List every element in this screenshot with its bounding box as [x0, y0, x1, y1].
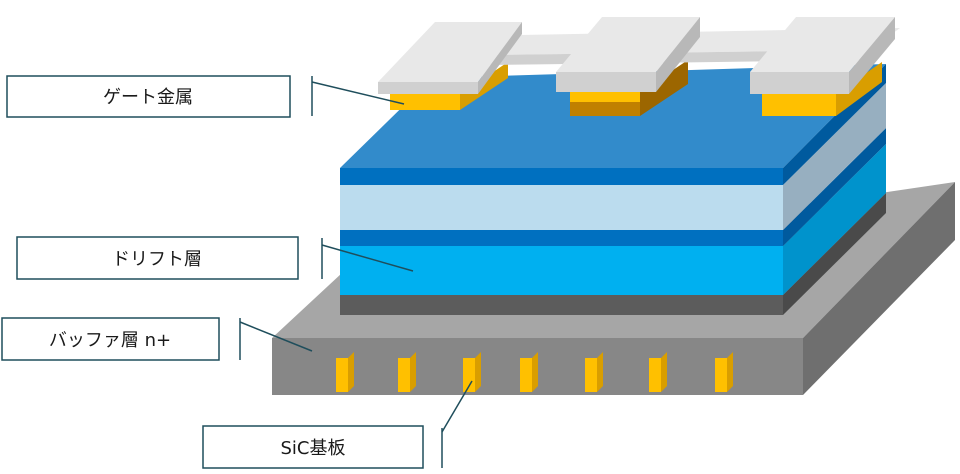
- label-gate-metal-text: ゲート金属: [103, 87, 193, 108]
- substrate-pillar: [463, 352, 481, 392]
- label-gate-metal: ゲート金属: [6, 75, 291, 118]
- drift-layer-front: [340, 246, 783, 295]
- gate-structures: [390, 60, 882, 116]
- gate-left-front: [390, 94, 460, 110]
- gate-metal-slabs: [378, 17, 900, 94]
- substrate-pillar: [336, 352, 354, 392]
- dark-band-side: [783, 128, 886, 246]
- base-strip-front: [340, 295, 783, 315]
- label-box: [16, 236, 299, 280]
- leader-lines: [239, 76, 473, 468]
- light-layer-front: [340, 185, 783, 230]
- gate-middle-brown: [570, 102, 640, 116]
- metal-middle-front: [556, 72, 656, 92]
- dark-band-front: [340, 230, 783, 246]
- metal-right-side: [849, 17, 895, 94]
- label-buffer-layer: バッファ層 n+: [1, 317, 220, 361]
- metal-middle-side: [656, 17, 700, 92]
- metal-left-top: [378, 22, 522, 82]
- metal-right-front: [750, 72, 849, 94]
- gate-right-side: [836, 62, 882, 116]
- label-drift-layer: ドリフト層: [16, 236, 299, 280]
- gate-middle-side: [640, 60, 688, 116]
- leader-drift-layer: [321, 244, 414, 272]
- top-layer-front: [340, 168, 783, 185]
- label-sic-substrate-text: SiC基板: [281, 438, 346, 459]
- metal-middle-top: [556, 17, 700, 72]
- label-box: [1, 317, 220, 361]
- substrate-side-face: [803, 182, 955, 395]
- label-sic-substrate: SiC基板: [202, 425, 424, 469]
- drift-layer-side: [783, 144, 886, 295]
- label-box: [202, 425, 424, 469]
- metal-left-side: [478, 22, 522, 94]
- substrate-pillar: [398, 352, 416, 392]
- leader-sic-substrate: [441, 380, 473, 433]
- label-drift-layer-text: ドリフト層: [112, 249, 202, 270]
- base-strip-side: [783, 193, 886, 315]
- label-buffer-layer-text: バッファ層 n+: [49, 330, 171, 351]
- gate-right: [762, 62, 882, 116]
- gate-middle: [570, 60, 688, 116]
- gate-middle-yellow: [570, 92, 640, 102]
- gate-left: [390, 62, 508, 110]
- substrate-pillar: [649, 352, 667, 392]
- substrate-pillar: [715, 352, 733, 392]
- light-layer-side: [783, 83, 886, 230]
- gate-left-side: [460, 62, 508, 110]
- leader-gate-metal: [311, 81, 405, 105]
- substrate-pillars: [336, 352, 733, 392]
- gate-right-front: [762, 94, 836, 116]
- substrate-pillar: [520, 352, 538, 392]
- metal-right-top: [750, 17, 895, 72]
- label-box: [6, 75, 291, 118]
- substrate-pillar: [585, 352, 603, 392]
- leader-buffer-layer: [239, 321, 313, 352]
- metal-left-front: [378, 82, 478, 94]
